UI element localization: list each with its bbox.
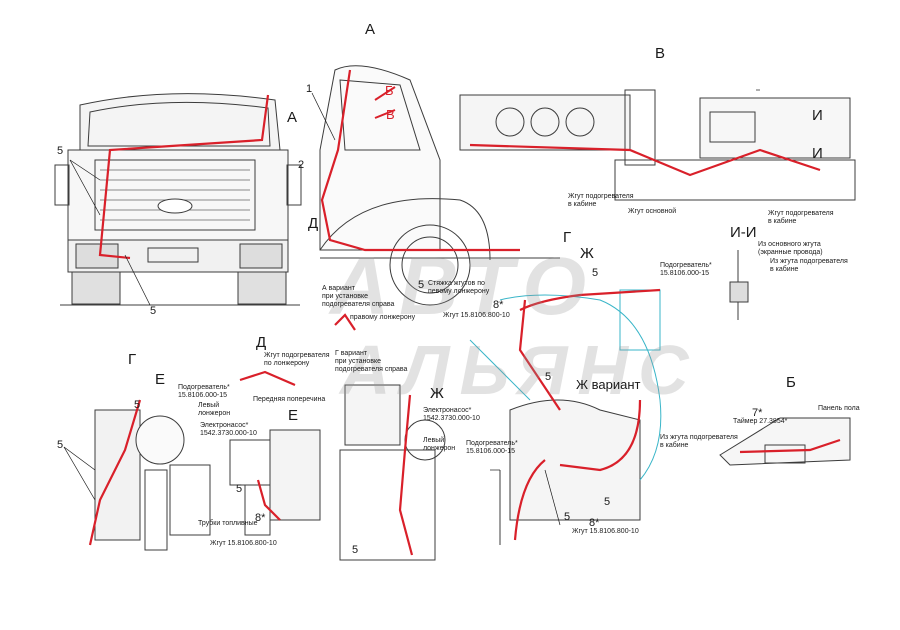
caption-elektronasos: Электронасос* 1542.3730.000-10 xyxy=(200,422,257,437)
harness-side xyxy=(320,69,520,252)
callout-8b: 8* xyxy=(255,512,266,524)
callout-5f: 5 xyxy=(57,439,64,451)
view-label-vo: В xyxy=(655,45,666,62)
view-label-d: Д xyxy=(308,215,319,232)
callout-5a: 5 xyxy=(57,145,64,157)
truck-side-view xyxy=(319,65,560,306)
caption-elektronasos2: Электронасос* 1542.3730.000-10 xyxy=(423,407,480,422)
view-label-zh2: Ж xyxy=(430,385,444,402)
caption-zhgut-osn: Жгут основной xyxy=(628,208,677,215)
caption-perednyaya: Передняя поперечина xyxy=(253,396,326,403)
callout-8c: 8* xyxy=(589,517,600,529)
view-label-bo: Б xyxy=(786,374,796,391)
view-label-i: И xyxy=(812,107,823,124)
caption-zhgut-pod-kab2: Жгут подогревателя в кабине xyxy=(768,210,834,225)
callout-8a: 8* xyxy=(493,299,504,311)
caption-zhgut-pod-kab: Жгут подогревателя в кабине xyxy=(568,193,634,208)
callout-5e: 5 xyxy=(545,371,552,383)
caption-trubki: Трубки топливные xyxy=(198,520,258,527)
watermark-line2: АЛЬЯНС xyxy=(340,331,699,409)
view-label-e: Е xyxy=(155,371,166,388)
caption-iz-osn: Из основного жгута (экранные провода) xyxy=(758,241,823,256)
view-zh-lower xyxy=(339,384,446,561)
harness-zh2 xyxy=(513,459,546,541)
caption-podogr-g: Подогреватель* 15.8106.000-15 xyxy=(178,384,230,399)
caption-podogr-zh: Подогреватель* 15.8106.000-15 xyxy=(466,440,518,455)
callout-5c: 5 xyxy=(418,279,425,291)
callout-5b: 5 xyxy=(150,305,157,317)
callout-2: 2 xyxy=(298,159,305,171)
callout-5d: 5 xyxy=(592,267,599,279)
caption-levyi2: Левый лонжерон xyxy=(423,437,456,452)
callout-5j: 5 xyxy=(564,511,571,523)
harness-d xyxy=(334,313,356,331)
callout-5i: 5 xyxy=(352,544,359,556)
harness-front xyxy=(98,94,270,260)
dashboard-view xyxy=(459,89,856,201)
caption-prav-lonzh: правому лонжерону xyxy=(350,314,416,321)
view-label-ii: И-И xyxy=(730,224,757,241)
truck-front-view xyxy=(54,93,302,306)
caption-styazhki: Стяжка жгутов по певому лонжерону xyxy=(428,280,490,295)
callout-5g: 5 xyxy=(134,399,141,411)
callout-1: 1 xyxy=(306,83,313,95)
view-b-panel xyxy=(719,417,851,466)
view-label-zh-variant: Ж вариант xyxy=(576,377,641,392)
caption-var-right: А вариант при установке подогревателя сп… xyxy=(322,285,395,308)
view-label-b: Б xyxy=(385,83,394,98)
view-g-engine xyxy=(94,409,211,551)
view-label-v: В xyxy=(386,107,395,122)
harness-dash xyxy=(469,143,821,177)
callout-5k: 5 xyxy=(604,496,611,508)
view-label-i2: И xyxy=(812,145,823,162)
watermark-line1: АВТО xyxy=(330,241,597,332)
view-zh-variant xyxy=(499,399,641,545)
callout-7: 7* xyxy=(752,407,763,419)
caption-levyi-lonzh: Левый лонжерон xyxy=(198,402,231,417)
view-label-d2: Д xyxy=(256,334,267,351)
view-label-e2: Е xyxy=(288,407,299,424)
harness-zh3 xyxy=(559,399,642,472)
caption-podogr-top: Подогреватель* 15.8106.000-15 xyxy=(660,262,712,277)
harness-g xyxy=(88,399,142,546)
view-label-zh: Ж xyxy=(580,245,594,262)
view-label-g: Г xyxy=(563,229,572,246)
caption-zhgut-podlonzh: Жгут подогревателя по лонжерону xyxy=(264,352,330,367)
caption-zhgut-mid: Жгут 15.8106.800-10 xyxy=(443,312,510,319)
caption-var-right2: Г вариант при установке подогревателя сп… xyxy=(335,350,408,373)
view-label-g2: Г xyxy=(128,351,137,368)
caption-iz-zhg-b: Из жгута подогревателя в кабине xyxy=(660,434,738,449)
harness-pod xyxy=(239,370,296,387)
view-e xyxy=(229,429,321,536)
view-label-a: А xyxy=(365,21,376,38)
caption-panel: Панель пола xyxy=(818,405,860,412)
harness-b xyxy=(739,438,841,454)
harness-zh xyxy=(398,394,414,556)
caption-iz-zhg: Из жгута подогревателя в кабине xyxy=(770,258,848,273)
caption-taimer: Таймер 27.3854* xyxy=(733,418,788,425)
callout-5h: 5 xyxy=(236,483,243,495)
harness-e xyxy=(256,479,281,521)
caption-zhgut-g: Жгут 15.8106.800-10 xyxy=(210,540,277,547)
view-label-a-arrow: А xyxy=(287,109,298,126)
caption-zhgut-zh: Жгут 15.8106.800-10 xyxy=(572,528,639,535)
harness-mid2 xyxy=(518,299,561,411)
section-ii xyxy=(729,250,749,320)
